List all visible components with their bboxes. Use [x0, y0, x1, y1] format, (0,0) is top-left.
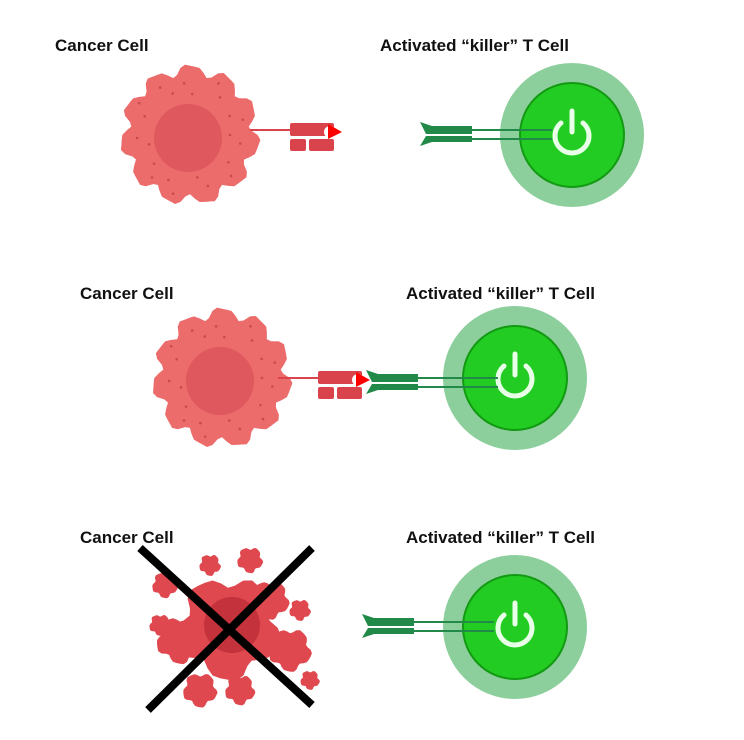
cell-fragment: [199, 555, 221, 576]
cancer-cell-dot: [182, 419, 186, 422]
cancer-cell-dot: [229, 174, 233, 178]
cancer-cell-dot: [227, 419, 231, 422]
cancer-cell-dot: [169, 344, 173, 348]
cancer-cell-dot: [222, 335, 226, 339]
cancer-cell-dot: [182, 82, 186, 85]
cell-fragment: [300, 671, 320, 690]
cancer-cell-1: [121, 64, 261, 204]
cross-mark-line: [137, 545, 315, 708]
cancer-cell-dot: [179, 386, 183, 389]
cancer-cell-dot: [217, 82, 220, 85]
cancer-cell-dot: [150, 176, 154, 179]
t-cell-1: [500, 63, 644, 207]
cancer-cell-dot: [167, 379, 171, 383]
cancer-cell-dot: [195, 176, 199, 179]
cancer-cell-2: [153, 307, 293, 447]
antigen-triangle: [356, 372, 370, 387]
t-cell-receptor-2: [366, 370, 498, 394]
cancer-cell-dot: [228, 133, 232, 137]
cancer-cell-dot: [190, 329, 194, 332]
cancer-cell-dot: [238, 142, 242, 145]
tcr-lower: [420, 136, 472, 146]
cancer-cell-dot: [238, 427, 242, 431]
power-icon: [495, 363, 535, 399]
cancer-receptor-2: [278, 371, 370, 399]
cancer-cell-dot: [167, 178, 170, 182]
cancer-cell-dot: [147, 143, 151, 146]
cancer-cell-dot: [270, 385, 274, 388]
cancer-cell-dot: [135, 136, 139, 140]
receptor-block: [337, 387, 362, 399]
cancer-cell-dot: [184, 405, 188, 409]
cancer-cell-dot: [273, 361, 277, 364]
tcr-upper: [362, 614, 414, 626]
cancer-cell-label-2: Cancer Cell: [80, 284, 174, 303]
t-cell-inner: [519, 82, 625, 188]
cancer-cell-dot: [249, 325, 252, 328]
cancer-cell-dot: [152, 162, 156, 166]
cancer-cell-label-3: Cancer Cell: [80, 528, 174, 547]
cell-fragment: [289, 600, 311, 621]
cancer-cell-dot: [228, 114, 231, 118]
cancer-cell-dot: [250, 339, 254, 342]
tcr-upper: [366, 370, 418, 382]
cancer-cell-label-1: Cancer Cell: [55, 36, 149, 55]
tcr-lower: [362, 628, 414, 638]
cancer-cell-dot: [259, 403, 262, 407]
cancer-cell-dot: [203, 435, 207, 438]
tcell-label-3: Activated “killer” T Cell: [406, 528, 595, 547]
cancer-cell-dot: [158, 86, 162, 89]
cell-fragment: [251, 582, 290, 620]
destroyed-cancer-cell: [137, 545, 320, 713]
t-cell-inner: [462, 574, 568, 680]
cancer-cell-dot: [260, 357, 263, 361]
tcr-upper: [420, 122, 472, 134]
receptor-block: [290, 139, 306, 151]
cancer-cell-dot: [175, 357, 179, 361]
tcr-lower: [366, 384, 418, 394]
tcell-label-2: Activated “killer” T Cell: [406, 284, 595, 303]
cancer-cell-dot: [143, 114, 147, 118]
cancer-cell-dot: [190, 92, 194, 96]
tcell-label-1: Activated “killer” T Cell: [380, 36, 569, 55]
receptor-block: [318, 371, 362, 384]
cancer-receptor-1: [250, 123, 342, 151]
cancer-cell-dot: [137, 101, 141, 105]
cancer-cell-nucleus: [186, 347, 254, 415]
cancer-cell-dot: [199, 421, 202, 425]
receptor-block: [318, 387, 334, 399]
t-cell-2: [443, 306, 587, 450]
power-icon: [495, 612, 535, 648]
cancer-cell-dot: [206, 184, 210, 188]
cancer-cell-dot: [260, 376, 264, 380]
t-cell-receptor-1: [420, 122, 552, 146]
cancer-cell-dot: [218, 96, 222, 99]
cancer-cell-dot: [227, 160, 230, 164]
t-cell-3: [443, 555, 587, 699]
cancer-cell-dot: [171, 92, 174, 95]
cell-fragment: [225, 676, 256, 706]
t-cell-receptor-3: [362, 614, 494, 638]
cross-mark-line: [145, 545, 315, 713]
antigen-triangle: [328, 124, 342, 139]
cancer-cell-dot: [171, 192, 175, 195]
receptor-block: [290, 123, 334, 136]
cancer-cell-nucleus: [154, 104, 222, 172]
cancer-cell-dot: [203, 335, 206, 338]
cell-fragment: [149, 615, 171, 636]
cell-fragment: [183, 674, 218, 708]
cancer-cell-dot: [261, 417, 265, 421]
cancer-cell-dot: [214, 325, 218, 328]
cancer-cell-dot: [241, 118, 245, 121]
cell-fragment: [269, 630, 312, 672]
cell-fragment: [237, 548, 264, 574]
power-icon: [552, 120, 592, 156]
receptor-block: [309, 139, 334, 151]
